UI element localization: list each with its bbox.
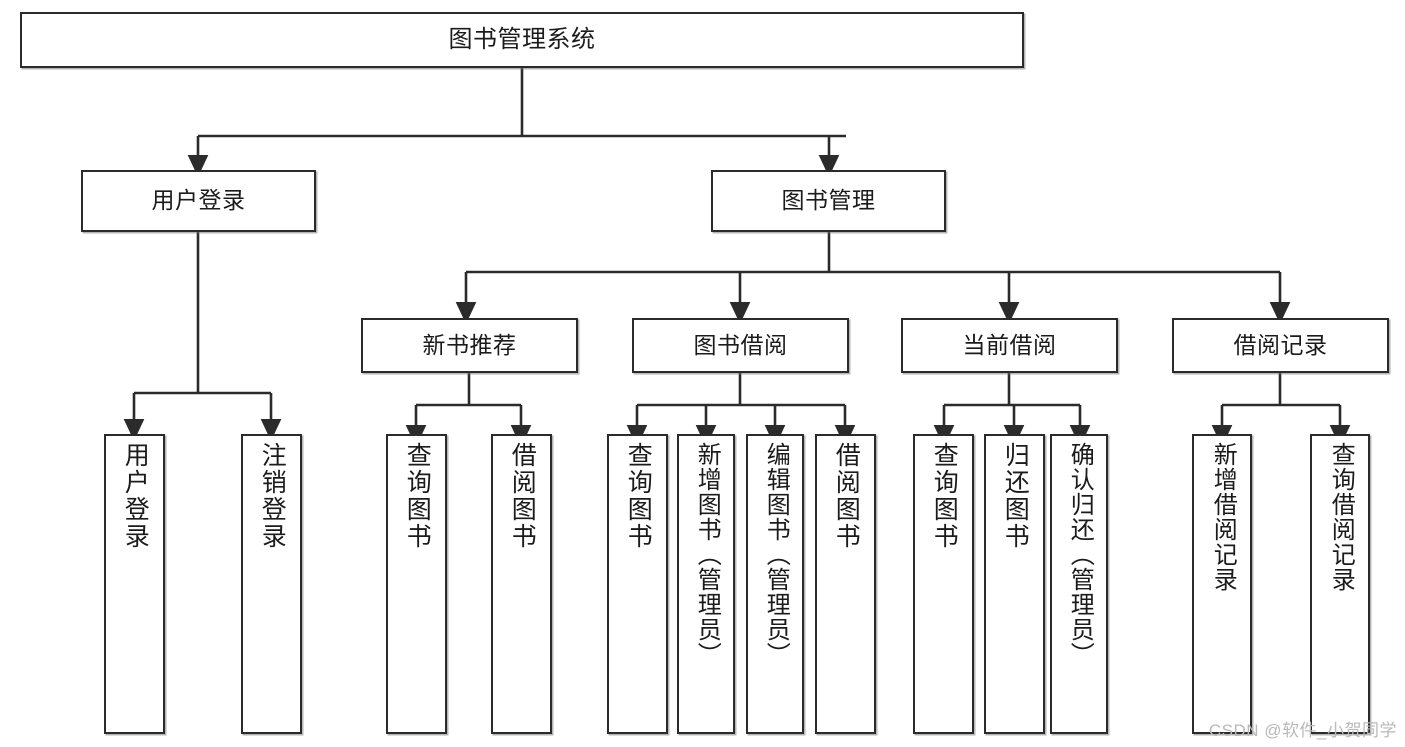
node-leaf-add-book[interactable]: 新增图书（管理员） xyxy=(677,434,735,734)
node-user-login[interactable]: 用户登录 xyxy=(81,170,316,232)
node-leaf-return-book-label: 归还图书 xyxy=(1001,442,1030,550)
node-borrow-record[interactable]: 借阅记录 xyxy=(1172,318,1389,373)
node-leaf-user-login[interactable]: 用户登录 xyxy=(104,434,165,734)
node-root-label: 图书管理系统 xyxy=(448,25,596,53)
node-leaf-logout-label: 注销登录 xyxy=(258,442,287,550)
node-leaf-add-record-label: 新增借阅记录 xyxy=(1209,442,1237,592)
node-user-login-label: 用户登录 xyxy=(151,187,246,214)
node-leaf-edit-book[interactable]: 编辑图书（管理员） xyxy=(746,434,804,734)
node-book-manage-label: 图书管理 xyxy=(781,187,876,214)
node-new-book-recommend-label: 新书推荐 xyxy=(422,331,517,358)
node-root[interactable]: 图书管理系统 xyxy=(20,12,1024,68)
node-borrow-record-label: 借阅记录 xyxy=(1233,331,1328,358)
node-leaf-query-book-3-label: 查询图书 xyxy=(930,442,959,550)
node-leaf-query-book-2-label: 查询图书 xyxy=(624,442,653,550)
node-leaf-query-book-1[interactable]: 查询图书 xyxy=(386,434,447,734)
node-leaf-user-login-label: 用户登录 xyxy=(121,442,150,550)
node-leaf-edit-book-label: 编辑图书（管理员） xyxy=(762,442,790,667)
node-leaf-add-record[interactable]: 新增借阅记录 xyxy=(1192,434,1252,734)
node-leaf-return-book[interactable]: 归还图书 xyxy=(984,434,1045,734)
node-leaf-query-record[interactable]: 查询借阅记录 xyxy=(1310,434,1370,734)
node-leaf-logout[interactable]: 注销登录 xyxy=(241,434,302,734)
node-book-borrow-label: 图书借阅 xyxy=(693,331,788,358)
node-book-manage[interactable]: 图书管理 xyxy=(711,170,946,232)
node-leaf-query-record-label: 查询借阅记录 xyxy=(1327,442,1355,592)
node-leaf-borrow-book-2-label: 借阅图书 xyxy=(832,442,861,550)
watermark: CSDN @软件_小贺同学 xyxy=(1208,721,1397,740)
node-leaf-confirm-return-label: 确认归还（管理员） xyxy=(1066,442,1094,667)
node-leaf-query-book-3[interactable]: 查询图书 xyxy=(913,434,974,734)
node-leaf-borrow-book-1-label: 借阅图书 xyxy=(508,442,537,550)
node-leaf-add-book-label: 新增图书（管理员） xyxy=(693,442,721,667)
node-leaf-query-book-2[interactable]: 查询图书 xyxy=(607,434,668,734)
node-leaf-confirm-return[interactable]: 确认归还（管理员） xyxy=(1050,434,1108,734)
node-leaf-query-book-1-label: 查询图书 xyxy=(403,442,432,550)
node-current-borrow-label: 当前借阅 xyxy=(962,331,1057,358)
node-current-borrow[interactable]: 当前借阅 xyxy=(901,318,1118,373)
node-new-book-recommend[interactable]: 新书推荐 xyxy=(361,318,578,373)
node-book-borrow[interactable]: 图书借阅 xyxy=(632,318,849,373)
node-leaf-borrow-book-2[interactable]: 借阅图书 xyxy=(815,434,876,734)
node-leaf-borrow-book-1[interactable]: 借阅图书 xyxy=(491,434,552,734)
